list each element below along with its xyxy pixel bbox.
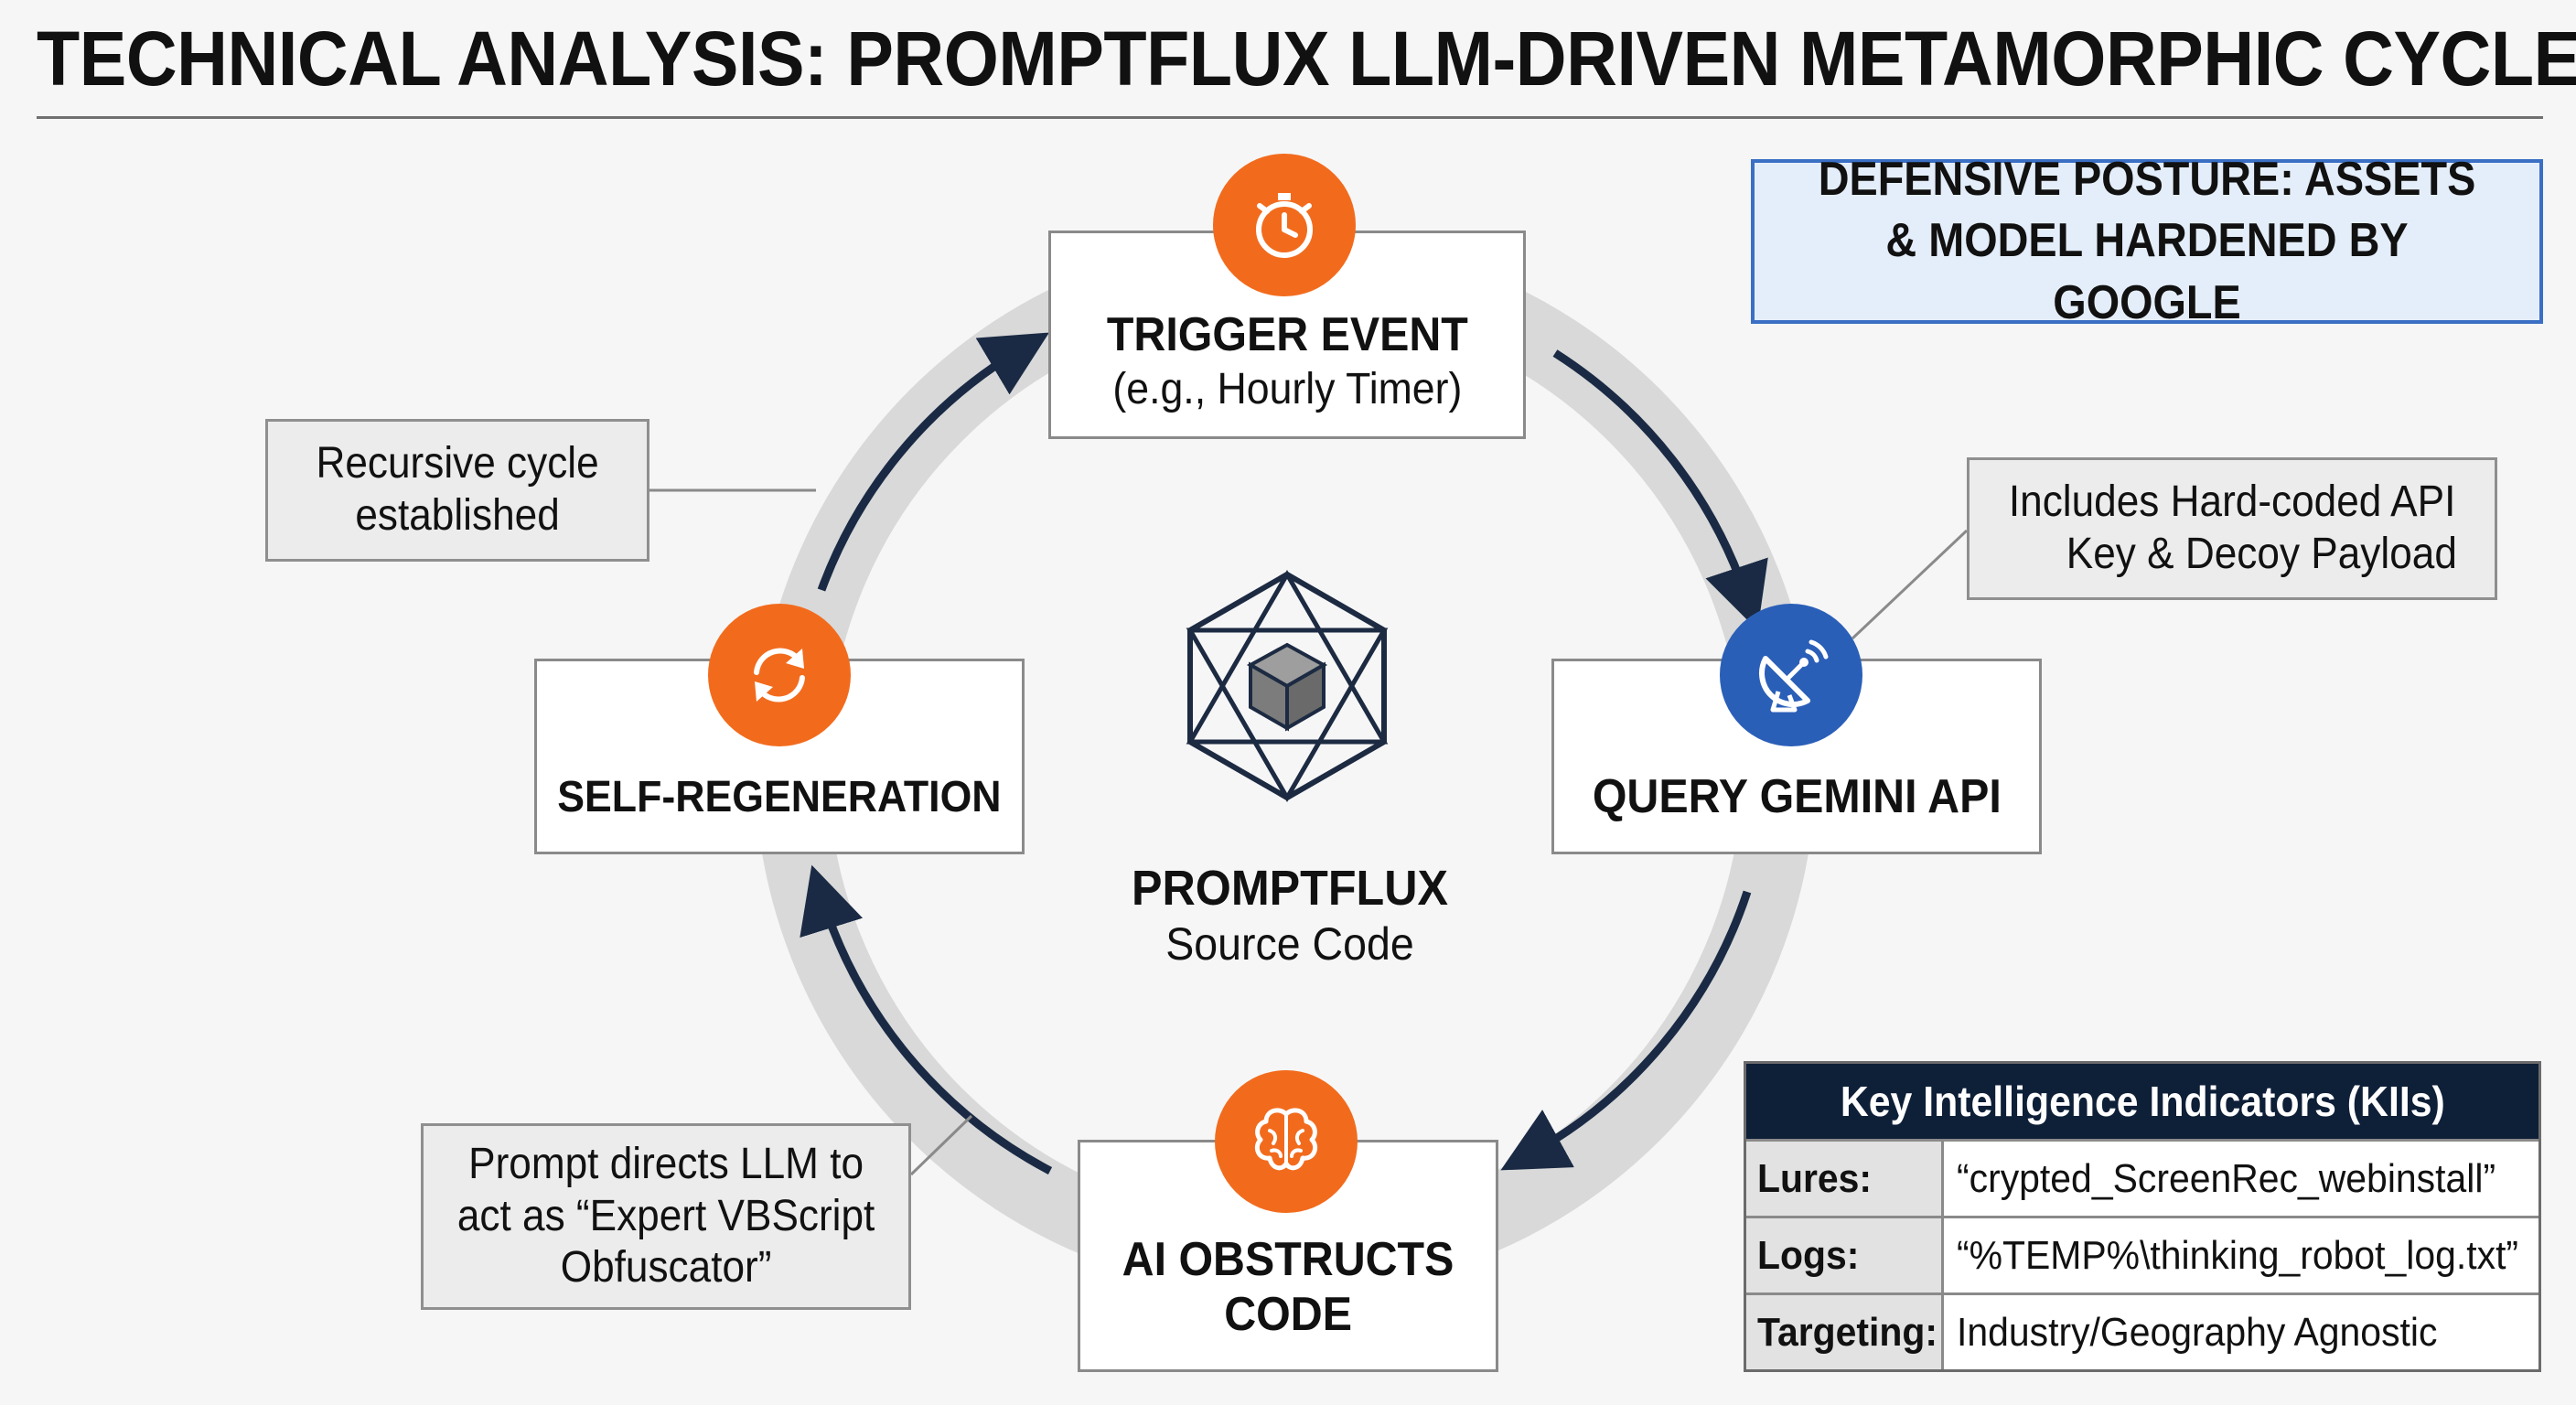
kii-row-lures: Lures: “crypted_ScreenRec_webinstall”: [1746, 1139, 2538, 1216]
kii-header: Key Intelligence Indicators (KIIs): [1746, 1064, 2538, 1139]
kii-key: Logs:: [1746, 1218, 1944, 1292]
trigger-label: TRIGGER EVENT: [1106, 308, 1468, 362]
center-desc: Source Code: [1165, 918, 1414, 971]
note-recursive-cycle: Recursive cycle established: [265, 419, 649, 562]
kii-value: Industry/Geography Agnostic: [1957, 1309, 2438, 1355]
note-prompt-line3: Obfuscator”: [560, 1243, 772, 1292]
query-label: QUERY GEMINI API: [1592, 770, 2002, 824]
obstructs-label-line2: CODE: [1224, 1288, 1352, 1341]
note-api-key-line1: Includes Hard-coded API: [2008, 477, 2456, 527]
note-recursive-line1: Recursive cycle: [316, 439, 599, 488]
kii-row-targeting: Targeting: Industry/Geography Agnostic: [1746, 1292, 2538, 1369]
center-name: PROMPTFLUX: [1132, 861, 1448, 916]
satellite-dish-icon: [1720, 604, 1862, 746]
arrow-query-to-obstructs: [1500, 890, 1752, 1171]
connector-api-key: [1851, 529, 1969, 640]
note-prompt-line2: act as “Expert VBScript: [456, 1191, 875, 1240]
defensive-posture-box: DEFENSIVE POSTURE: ASSETS & MODEL HARDEN…: [1751, 153, 2543, 329]
note-api-key-line2: Key & Decoy Payload: [2066, 530, 2457, 578]
kii-header-text: Key Intelligence Indicators (KIIs): [1840, 1078, 2445, 1125]
refresh-icon: [708, 604, 851, 746]
hexagram-cube-icon: [1186, 570, 1389, 802]
note-recursive-line2: established: [355, 491, 560, 540]
note-api-key: Includes Hard-coded API Key & Decoy Payl…: [1967, 457, 2497, 600]
arrow-obstructs-to-regen: [800, 864, 1053, 1174]
regen-label: SELF-REGENERATION: [557, 773, 1002, 822]
arrow-regen-to-trigger: [817, 332, 1049, 592]
stopwatch-icon: [1213, 154, 1356, 296]
title-divider: [37, 116, 2543, 119]
note-prompt-line1: Prompt directs LLM to: [468, 1140, 864, 1189]
center-label: PROMPTFLUX Source Code: [1070, 860, 1509, 971]
kii-table: Key Intelligence Indicators (KIIs) Lures…: [1744, 1061, 2541, 1372]
obstructs-label-line1: AI OBSTRUCTS: [1122, 1233, 1454, 1287]
kii-row-logs: Logs: “%TEMP%\thinking_robot_log.txt”: [1746, 1216, 2538, 1292]
arrow-trigger-to-query: [1552, 349, 1768, 631]
kii-key: Lures:: [1746, 1142, 1944, 1216]
note-prompt-directs: Prompt directs LLM to act as “Expert VBS…: [421, 1123, 911, 1310]
trigger-sub: (e.g., Hourly Timer): [1112, 365, 1462, 414]
kii-key: Targeting:: [1746, 1295, 1944, 1369]
connector-prompt: [909, 1114, 973, 1176]
defense-line2: & MODEL HARDENED BY GOOGLE: [1885, 214, 2409, 329]
page-title: TECHNICAL ANALYSIS: PROMPTFLUX LLM-DRIVE…: [37, 16, 2576, 102]
brain-icon: [1215, 1070, 1358, 1213]
kii-value: “crypted_ScreenRec_webinstall”: [1957, 1155, 2496, 1201]
defense-line1: DEFENSIVE POSTURE: ASSETS: [1818, 152, 2476, 206]
kii-value: “%TEMP%\thinking_robot_log.txt”: [1957, 1232, 2519, 1278]
